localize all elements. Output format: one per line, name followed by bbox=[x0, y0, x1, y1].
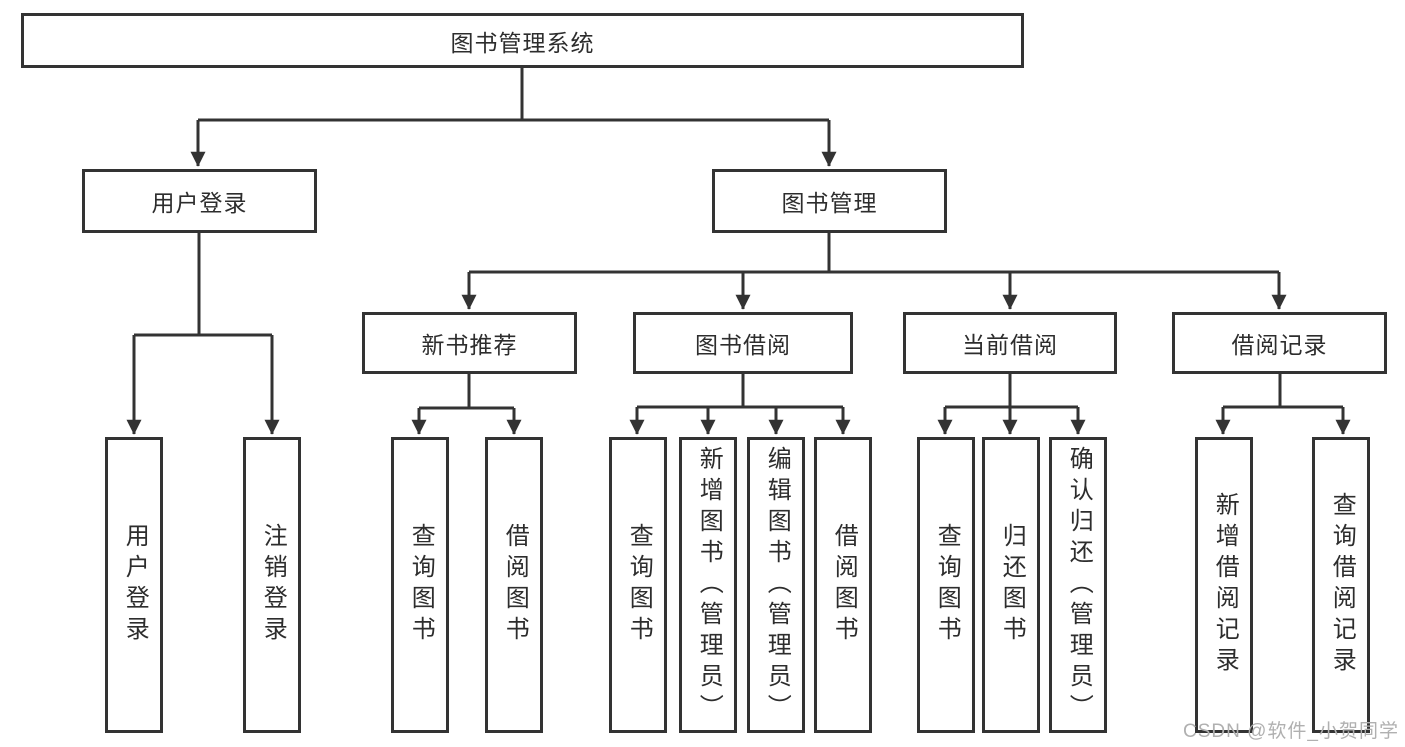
node-current-borrowing-label: 当前借阅 bbox=[962, 332, 1058, 358]
connector-book-management-split bbox=[461, 233, 1287, 310]
node-book-management: 图书管理 bbox=[712, 169, 947, 233]
connector-book-borrowing-split bbox=[629, 374, 851, 435]
leaf-cb-query-book: 查询图书 bbox=[917, 437, 975, 733]
leaf-bb-borrow-book: 借阅图书 bbox=[814, 437, 872, 733]
leaf-user-login-label: 用户登录 bbox=[121, 523, 149, 647]
connector-new-book-split bbox=[411, 374, 522, 435]
leaf-bb-edit-book-admin-label: 编辑图书（管理员） bbox=[763, 445, 791, 725]
leaf-cb-confirm-return-admin-label: 确认归还（管理员） bbox=[1065, 445, 1093, 725]
node-current-borrowing: 当前借阅 bbox=[903, 312, 1117, 374]
leaf-bb-borrow-book-label: 借阅图书 bbox=[830, 523, 858, 647]
leaf-bb-add-book-admin: 新增图书（管理员） bbox=[679, 437, 737, 733]
node-user-login: 用户登录 bbox=[82, 169, 317, 233]
leaf-bb-edit-book-admin: 编辑图书（管理员） bbox=[747, 437, 805, 733]
node-root: 图书管理系统 bbox=[21, 13, 1024, 68]
leaf-logout-label: 注销登录 bbox=[259, 523, 287, 647]
csdn-watermark: CSDN @软件_小贺同学 bbox=[1183, 721, 1399, 742]
leaf-bb-query-book-label: 查询图书 bbox=[625, 523, 653, 647]
leaf-logout: 注销登录 bbox=[243, 437, 301, 733]
node-borrowing-records-label: 借阅记录 bbox=[1231, 332, 1328, 358]
leaf-user-login: 用户登录 bbox=[105, 437, 163, 733]
leaf-cb-return-book: 归还图书 bbox=[982, 437, 1040, 733]
node-borrowing-records: 借阅记录 bbox=[1172, 312, 1387, 374]
connector-user-login-split bbox=[126, 233, 280, 435]
node-book-borrowing: 图书借阅 bbox=[633, 312, 853, 374]
leaf-cb-query-book-label: 查询图书 bbox=[933, 523, 961, 647]
leaf-br-add-record: 新增借阅记录 bbox=[1195, 437, 1253, 733]
connector-current-borrowing-split bbox=[937, 374, 1086, 435]
leaf-br-add-record-label: 新增借阅记录 bbox=[1211, 492, 1239, 678]
leaf-nb-query-book: 查询图书 bbox=[391, 437, 449, 733]
connector-root-split bbox=[190, 68, 837, 167]
node-new-book-recommendation: 新书推荐 bbox=[362, 312, 577, 374]
connector-borrowing-records-split bbox=[1215, 374, 1351, 435]
leaf-cb-confirm-return-admin: 确认归还（管理员） bbox=[1049, 437, 1107, 733]
leaf-nb-borrow-book: 借阅图书 bbox=[485, 437, 543, 733]
leaf-cb-return-book-label: 归还图书 bbox=[998, 523, 1026, 647]
leaf-bb-add-book-admin-label: 新增图书（管理员） bbox=[695, 445, 723, 725]
node-new-book-recommendation-label: 新书推荐 bbox=[421, 332, 518, 358]
node-book-management-label: 图书管理 bbox=[781, 190, 878, 216]
node-root-label: 图书管理系统 bbox=[450, 29, 595, 56]
leaf-nb-query-book-label: 查询图书 bbox=[407, 523, 435, 647]
node-user-login-label: 用户登录 bbox=[151, 190, 248, 216]
leaf-bb-query-book: 查询图书 bbox=[609, 437, 667, 733]
node-book-borrowing-label: 图书借阅 bbox=[695, 332, 791, 358]
leaf-br-query-record: 查询借阅记录 bbox=[1312, 437, 1370, 733]
leaf-nb-borrow-book-label: 借阅图书 bbox=[501, 523, 529, 647]
leaf-br-query-record-label: 查询借阅记录 bbox=[1328, 492, 1356, 678]
